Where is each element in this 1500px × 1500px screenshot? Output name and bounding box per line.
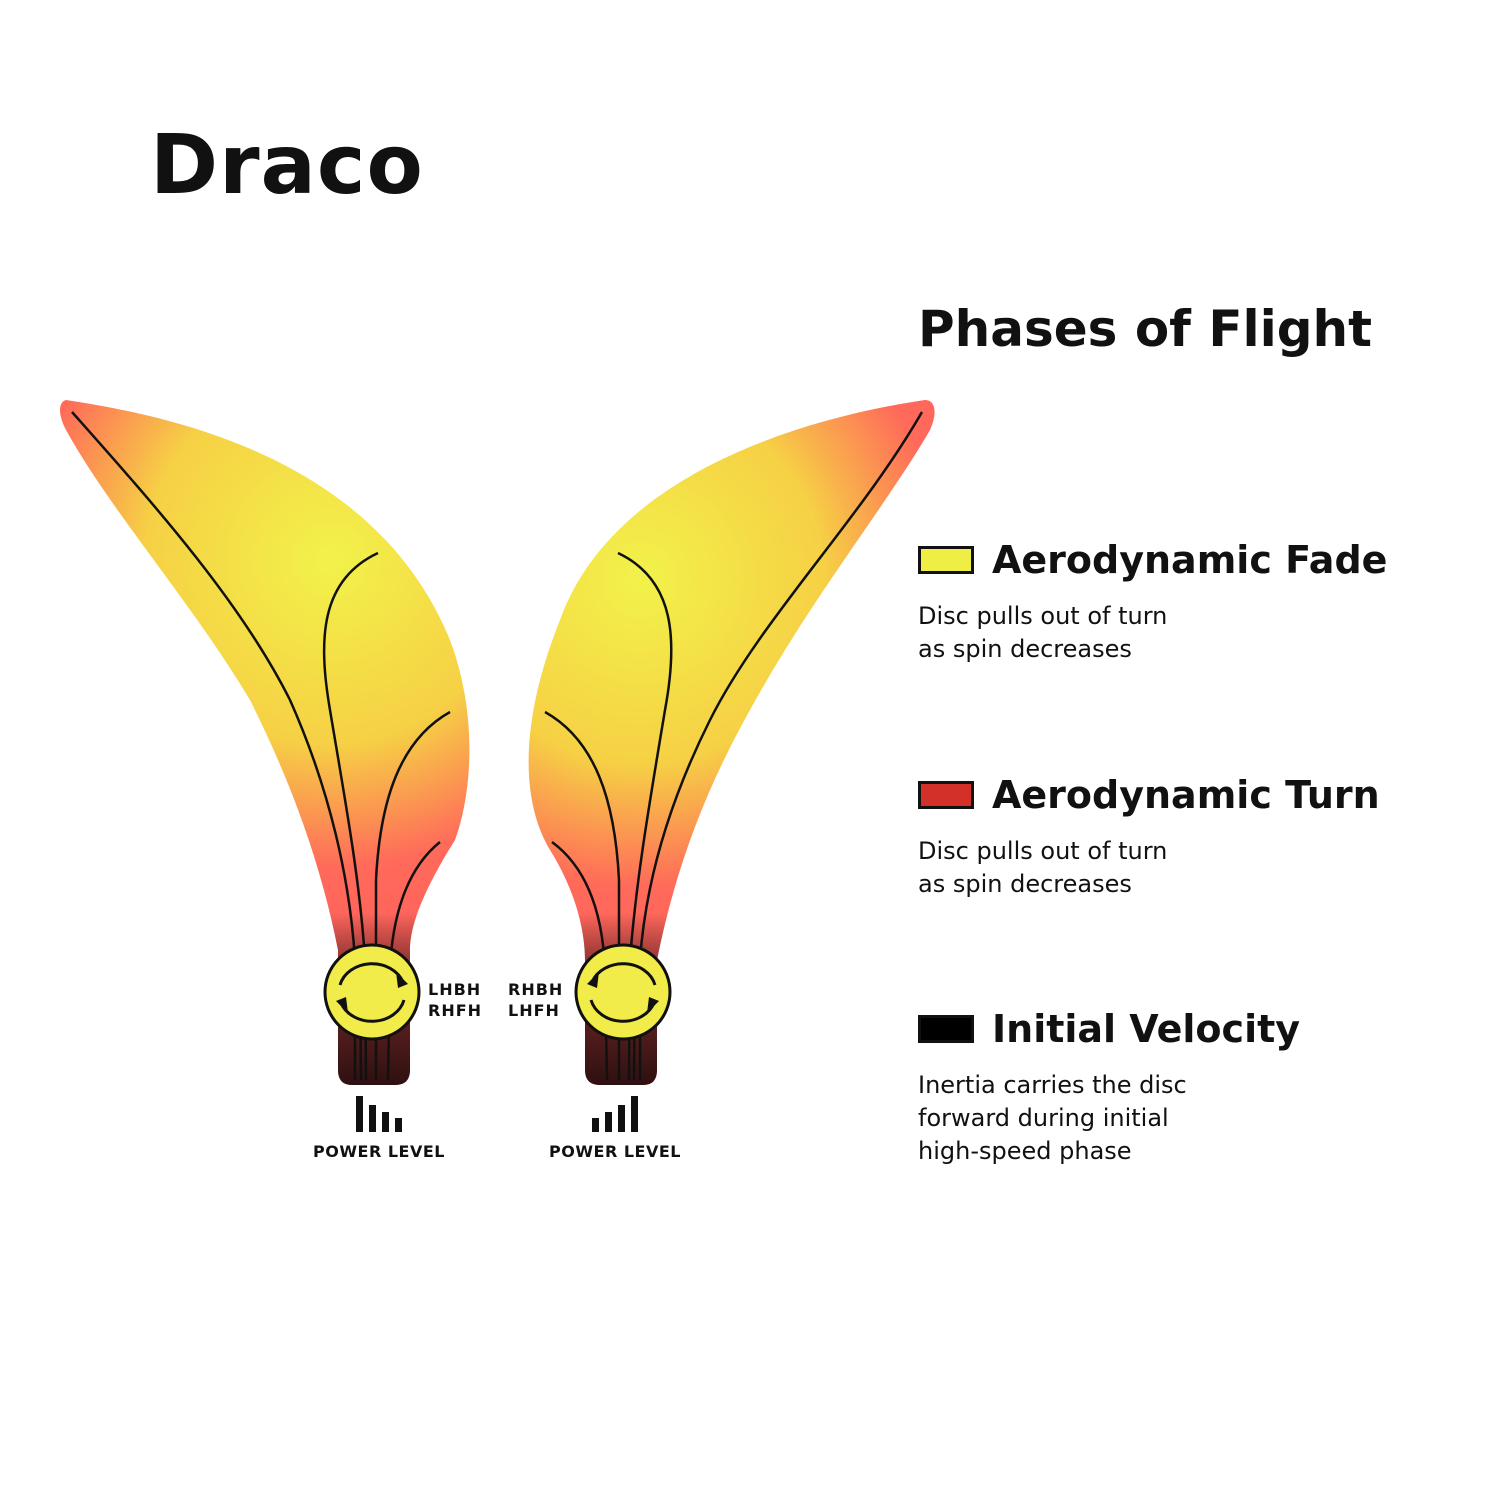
velocity-swatch bbox=[918, 1015, 974, 1043]
desc-line: Disc pulls out of turn bbox=[918, 602, 1168, 630]
throw-type: RHFH bbox=[428, 1001, 483, 1020]
legend-heading: Phases of Flight bbox=[918, 300, 1373, 358]
legend-label: Aerodynamic Fade bbox=[992, 538, 1388, 582]
desc-line: as spin decreases bbox=[918, 635, 1132, 663]
legend-label: Aerodynamic Turn bbox=[992, 773, 1380, 817]
throw-type: RHBH bbox=[508, 980, 564, 999]
turn-swatch bbox=[918, 781, 974, 809]
power-bar bbox=[382, 1112, 389, 1132]
throw-type: LHBH bbox=[428, 980, 482, 999]
power-bar bbox=[631, 1096, 638, 1132]
left-flight-plume bbox=[60, 400, 470, 1085]
power-bar bbox=[356, 1096, 363, 1132]
legend-item-fade: Aerodynamic Fade Disc pulls out of turn … bbox=[918, 538, 1387, 666]
legend-item-velocity: Initial Velocity Inertia carries the dis… bbox=[918, 1007, 1300, 1168]
left-throw-types: LHBH RHFH bbox=[428, 979, 482, 1021]
power-bar bbox=[618, 1105, 625, 1132]
power-bar bbox=[605, 1112, 612, 1132]
desc-line: as spin decreases bbox=[918, 870, 1132, 898]
left-disc-icon bbox=[323, 943, 421, 1041]
left-power-level: POWER LEVEL bbox=[289, 1096, 469, 1161]
power-bar bbox=[395, 1118, 402, 1132]
right-disc-icon bbox=[574, 943, 672, 1041]
power-bar bbox=[369, 1105, 376, 1132]
power-level-bars-icon bbox=[525, 1096, 705, 1132]
throw-type: LHFH bbox=[508, 1001, 560, 1020]
desc-line: Disc pulls out of turn bbox=[918, 837, 1168, 865]
fade-swatch bbox=[918, 546, 974, 574]
legend-description: Disc pulls out of turn as spin decreases bbox=[918, 600, 1278, 666]
page-title: Draco bbox=[150, 118, 424, 213]
desc-line: high-speed phase bbox=[918, 1137, 1132, 1165]
right-flight-plume bbox=[528, 400, 935, 1085]
desc-line: Inertia carries the disc bbox=[918, 1071, 1187, 1099]
right-power-level: POWER LEVEL bbox=[525, 1096, 705, 1161]
right-throw-types: RHBH LHFH bbox=[508, 979, 563, 1021]
legend-description: Inertia carries the disc forward during … bbox=[918, 1069, 1278, 1168]
legend-item-turn: Aerodynamic Turn Disc pulls out of turn … bbox=[918, 773, 1380, 901]
power-bar bbox=[592, 1118, 599, 1132]
power-level-label: POWER LEVEL bbox=[313, 1142, 445, 1161]
power-level-bars-icon bbox=[289, 1096, 469, 1132]
power-level-label: POWER LEVEL bbox=[549, 1142, 681, 1161]
desc-line: forward during initial bbox=[918, 1104, 1169, 1132]
legend-label: Initial Velocity bbox=[992, 1007, 1301, 1051]
legend-description: Disc pulls out of turn as spin decreases bbox=[918, 835, 1278, 901]
